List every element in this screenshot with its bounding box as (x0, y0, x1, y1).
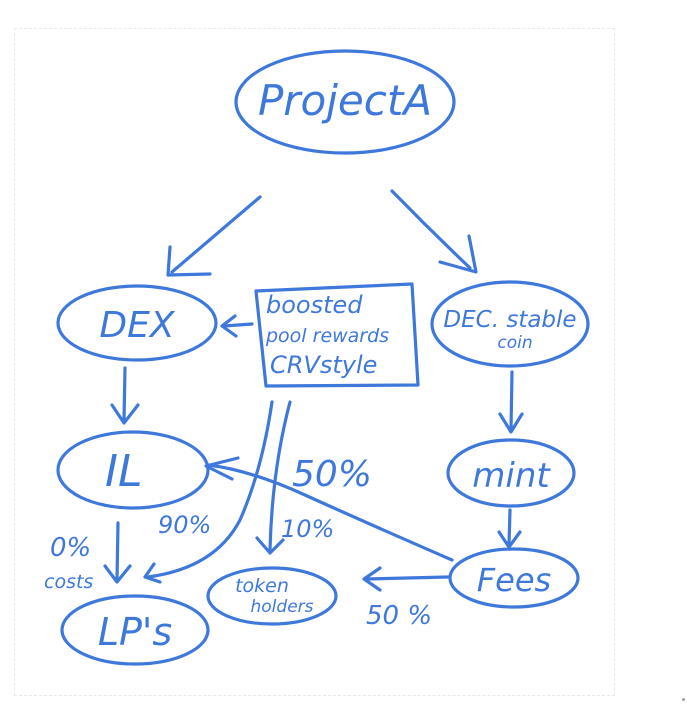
project-label: ProjectA (258, 76, 432, 125)
arrow-stable-to-mint (498, 370, 524, 434)
node-fees: Fees (448, 547, 580, 609)
label-ten-pct: 10% (281, 515, 334, 543)
boosted-box (254, 282, 420, 388)
node-token-holders: token holders (206, 566, 338, 626)
boosted-line3: CRVstyle (270, 351, 377, 379)
arrow-il-to-lps (103, 521, 132, 584)
boosted-line2: pool rewards (265, 325, 389, 347)
arrow-fees-to-il (204, 456, 454, 562)
label-zero-pct: 0% (50, 533, 91, 563)
node-project: ProjectA (234, 49, 456, 155)
il-label: IL (105, 446, 143, 497)
node-mint: mint (446, 438, 576, 508)
arrow-boosted-to-holders (255, 400, 292, 555)
stable-ellipse (430, 280, 590, 368)
dex-ellipse (56, 284, 218, 362)
node-il: IL (56, 430, 210, 510)
mint-ellipse (446, 438, 576, 508)
arrow-project-to-stable (390, 189, 478, 274)
boosted-line1: boosted (266, 291, 363, 319)
label-ninety-pct: 90% (158, 511, 211, 539)
whiteboard-canvas (14, 28, 615, 696)
arrow-project-to-dex (166, 195, 262, 277)
arrow-boosted-to-lps (143, 400, 274, 584)
label-costs: costs (44, 571, 93, 593)
stable-line2: coin (497, 333, 532, 353)
label-fifty-pct-top: 50% (292, 454, 372, 495)
arrow-mint-to-fees (497, 508, 522, 549)
mint-label: mint (472, 456, 551, 496)
lps-label: LP's (98, 610, 172, 654)
node-boosted-rewards: boosted pool rewards CRVstyle (254, 282, 420, 388)
fees-ellipse (448, 547, 580, 609)
stable-line1: DEC. stable (443, 307, 576, 333)
project-ellipse (234, 49, 456, 155)
label-fifty-pct-bottom: 50 % (366, 601, 432, 631)
token-holders-line1: token (235, 575, 289, 597)
dex-label: DEX (99, 305, 175, 346)
token-holders-ellipse (206, 566, 338, 626)
node-lps: LP's (60, 594, 210, 666)
fees-label: Fees (477, 561, 551, 599)
arrow-dex-to-il (110, 366, 140, 425)
lps-ellipse (60, 594, 210, 666)
corner-dot (682, 698, 685, 701)
il-ellipse (56, 430, 210, 510)
arrow-fees-to-holders (362, 566, 450, 592)
token-holders-line2: holders (251, 597, 314, 617)
node-dex: DEX (56, 284, 218, 362)
arrow-boosted-to-dex (220, 314, 254, 338)
node-stable-coin: DEC. stable coin (430, 280, 590, 368)
